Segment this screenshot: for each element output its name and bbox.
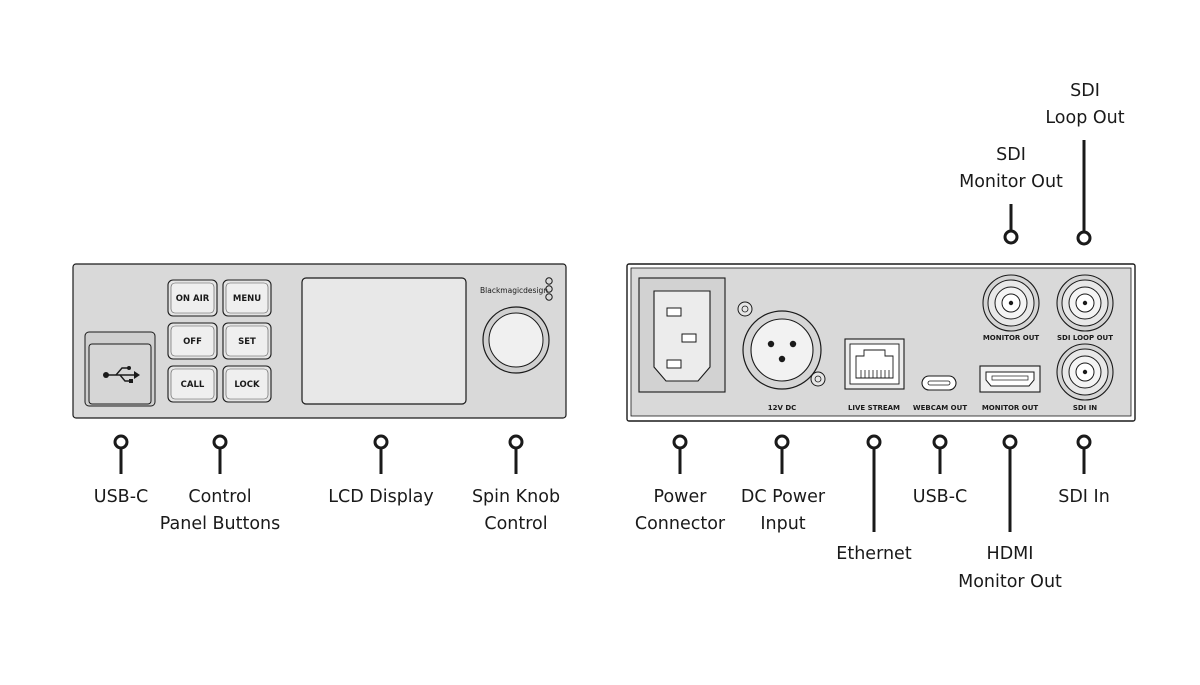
spin-knob[interactable] xyxy=(482,306,550,374)
webcam-out-label: WEBCAM OUT xyxy=(913,404,967,412)
dc-power-input: 12V DC xyxy=(737,301,826,412)
callout-control-line2: Panel Buttons xyxy=(160,514,281,534)
set-button[interactable]: SET xyxy=(222,322,272,360)
callout-spin-line1: Spin Knob xyxy=(472,487,560,507)
power-connector xyxy=(638,277,726,393)
rear-usb-c-port: WEBCAM OUT xyxy=(913,375,967,412)
blackmagic-logo-icon xyxy=(545,277,553,301)
off-label: OFF xyxy=(183,337,202,347)
front-usb-c-port xyxy=(84,331,156,407)
callout-usb-c-rear: USB-C xyxy=(913,487,967,507)
leader-control-buttons xyxy=(212,434,228,474)
callout-dc-line2: Input xyxy=(760,514,805,534)
sdi-loop-out-port: SDI LOOP OUT xyxy=(1056,274,1114,342)
brand-wordmark: Blackmagicdesign xyxy=(480,286,548,295)
callout-sdi-in: SDI In xyxy=(1058,487,1110,507)
sdi-loop-out-label: SDI LOOP OUT xyxy=(1057,334,1113,342)
hdmi-port: MONITOR OUT xyxy=(979,365,1041,412)
leader-sdi-loop xyxy=(1076,140,1092,246)
callout-labels: USB-C Control Panel Buttons LCD Display … xyxy=(94,81,1125,592)
callout-sdi-monitor-line1: SDI xyxy=(996,145,1026,165)
call-label: CALL xyxy=(181,380,205,390)
leader-sdi-in xyxy=(1076,434,1092,474)
callout-hdmi-line2: Monitor Out xyxy=(958,572,1062,592)
live-stream-label: LIVE STREAM xyxy=(848,404,900,412)
rear-panel: 12V DC LIVE STREAM WEBCAM OUT xyxy=(626,263,1136,422)
leader-sdi-monitor xyxy=(1003,204,1019,245)
callout-dc-line1: DC Power xyxy=(741,487,826,507)
callout-power-line1: Power xyxy=(654,487,708,507)
hdmi-monitor-out-label: MONITOR OUT xyxy=(982,404,1039,412)
off-button[interactable]: OFF xyxy=(167,322,218,360)
set-label: SET xyxy=(238,337,256,347)
on-air-label: ON AIR xyxy=(176,294,210,304)
menu-label: MENU xyxy=(233,294,261,304)
menu-button[interactable]: MENU xyxy=(222,279,272,317)
callout-power-line2: Connector xyxy=(635,514,726,534)
ethernet-port: LIVE STREAM xyxy=(844,338,905,412)
lock-button[interactable]: LOCK xyxy=(222,365,272,403)
call-button[interactable]: CALL xyxy=(167,365,218,403)
leader-spin-knob xyxy=(508,434,524,474)
callout-hdmi-line1: HDMI xyxy=(987,544,1034,564)
callout-sdi-monitor-line2: Monitor Out xyxy=(959,172,1063,192)
sdi-in-label: SDI IN xyxy=(1073,404,1097,412)
callout-sdi-loop-line2: Loop Out xyxy=(1045,108,1124,128)
callout-usb-c-front: USB-C xyxy=(94,487,148,507)
leader-lcd-display xyxy=(373,434,389,474)
dc-port-label: 12V DC xyxy=(768,404,797,412)
sdi-monitor-out-label: MONITOR OUT xyxy=(983,334,1040,342)
control-panel-buttons: ON AIR MENU OFF SET CALL xyxy=(167,279,272,403)
leader-ethernet xyxy=(866,434,882,532)
front-panel: ON AIR MENU OFF SET CALL xyxy=(72,263,567,419)
leader-power-connector xyxy=(672,434,688,474)
callout-leaders xyxy=(113,140,1092,532)
callout-ethernet: Ethernet xyxy=(836,544,912,564)
callout-lcd-display: LCD Display xyxy=(328,487,434,507)
leader-hdmi xyxy=(1002,434,1018,532)
callout-sdi-loop-line1: SDI xyxy=(1070,81,1100,101)
sdi-monitor-out-port: MONITOR OUT xyxy=(982,274,1040,342)
lock-label: LOCK xyxy=(234,380,260,390)
leader-usb-c-rear xyxy=(932,434,948,474)
usb-icon xyxy=(103,366,140,383)
on-air-button[interactable]: ON AIR xyxy=(167,279,218,317)
callout-spin-line2: Control xyxy=(484,514,547,534)
leader-dc-power xyxy=(774,434,790,474)
sdi-in-port: SDI IN xyxy=(1056,343,1114,412)
callout-control-line1: Control xyxy=(188,487,251,507)
leader-usb-c-front xyxy=(113,434,129,474)
lcd-display xyxy=(301,277,467,405)
